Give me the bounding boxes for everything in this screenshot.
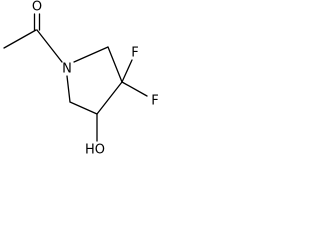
bond-choh-to-ch2-bottom bbox=[69, 101, 98, 115]
fluorine-upper-label: F bbox=[131, 46, 138, 61]
bond-methyl-to-carbonyl bbox=[3, 29, 37, 49]
bond-carbonyl-to-nitrogen bbox=[36, 29, 63, 63]
bond-ch2-bottom-to-n bbox=[66, 75, 71, 103]
bond-n-to-ch2-top bbox=[73, 46, 109, 63]
hydroxyl-label: HO bbox=[85, 143, 105, 158]
bond-cf2-to-f-upper bbox=[121, 59, 133, 83]
bond-cf2-to-choh bbox=[96, 81, 123, 115]
structure-diagram: O N F F HO bbox=[3, 0, 159, 158]
carbonyl-oxygen-label: O bbox=[32, 0, 42, 15]
fluorine-right-label: F bbox=[151, 94, 158, 109]
bond-ch2-top-to-cf2 bbox=[107, 46, 123, 83]
nitrogen-label: N bbox=[62, 62, 72, 77]
bond-cf2-to-f-right bbox=[121, 81, 148, 97]
